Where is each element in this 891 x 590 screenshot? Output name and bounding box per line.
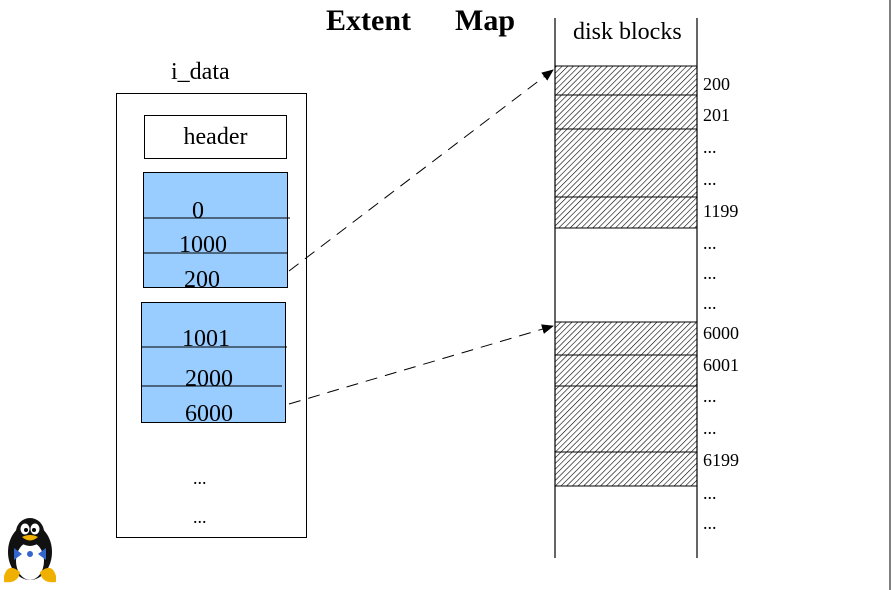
block-group-2-hatch [555, 322, 697, 486]
extent2-block: 6000 [185, 401, 233, 427]
i-data-dots-1: ... [193, 468, 207, 488]
header-label: header [183, 123, 248, 150]
block-1199 [554, 196, 698, 229]
i-data-box [116, 93, 307, 538]
linux-penguin-icon [4, 518, 56, 583]
extent1-arrow [288, 69, 554, 272]
i-data-label: i_data [171, 59, 230, 85]
block-label: ... [703, 386, 717, 406]
block-label: ... [703, 137, 717, 157]
title-map: Map [455, 4, 515, 37]
block-label: ... [703, 233, 717, 253]
block-label: 6000 [703, 323, 739, 343]
extent-record-2 [141, 302, 286, 423]
block-label: ... [703, 263, 717, 283]
i-data-dots-2: ... [193, 507, 207, 527]
extent1-block: 200 [184, 267, 220, 293]
block-label: ... [703, 418, 717, 438]
header-box: header [144, 115, 287, 159]
title-extent: Extent [326, 4, 411, 37]
disk-blocks-label: disk blocks [573, 19, 682, 45]
block-label: 6001 [703, 355, 739, 375]
block-label: 201 [703, 105, 730, 125]
block-label: 200 [703, 74, 730, 94]
block-label: 6199 [703, 450, 739, 470]
extent1-start: 0 [192, 198, 204, 224]
block-group-1-hatch [555, 66, 697, 228]
block-label: ... [703, 513, 717, 533]
block-label: 1199 [703, 201, 739, 221]
block-label: ... [703, 483, 717, 503]
extent-record-1 [143, 172, 288, 288]
block-label: ... [703, 293, 717, 313]
block-label: ... [703, 169, 717, 189]
extent2-length: 2000 [185, 366, 233, 392]
extent2-arrow [288, 324, 554, 405]
block-6199 [554, 451, 698, 487]
